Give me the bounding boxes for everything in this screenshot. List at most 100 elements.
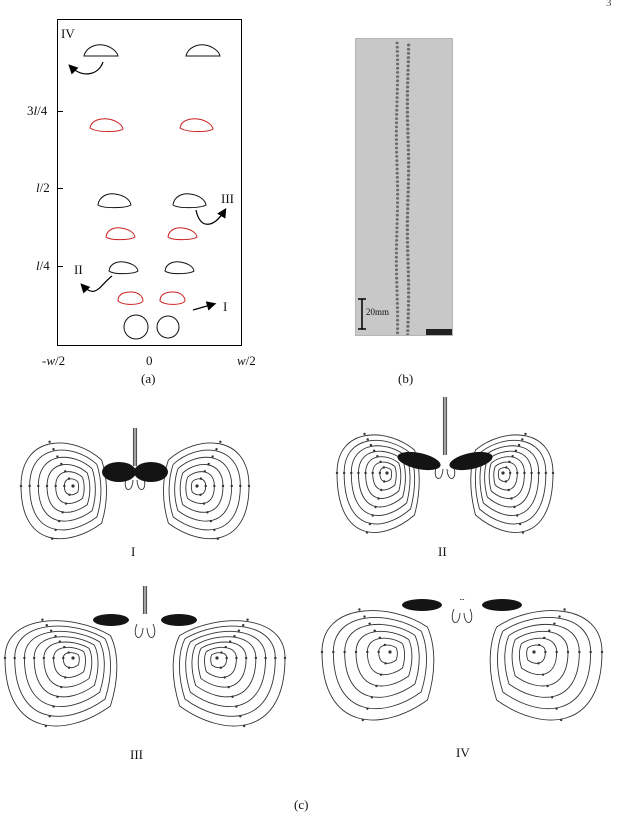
streamline	[378, 644, 398, 664]
streamline	[174, 456, 233, 522]
scale-bar-label: 20mm	[366, 307, 390, 317]
bubble-dot	[406, 127, 410, 131]
streamline	[493, 461, 518, 491]
x-tick-var: w	[237, 353, 246, 368]
streamline-marker	[374, 505, 377, 509]
streamline-marker	[233, 634, 236, 638]
bubble-dot	[406, 72, 410, 76]
bubble-body	[102, 462, 136, 482]
streamline	[470, 434, 554, 533]
page-number: 3	[606, 0, 612, 9]
streamline-marker	[41, 618, 44, 621]
streamline-marker	[553, 622, 556, 625]
streamline-marker	[543, 636, 546, 640]
streamline-marker	[357, 471, 360, 475]
streamline-marker	[235, 656, 238, 660]
bubble-dot	[395, 289, 399, 293]
streamline-marker	[378, 471, 382, 475]
streamline-marker	[375, 684, 378, 688]
streamline-marker	[49, 629, 53, 632]
panel-a-caption: (a)	[141, 371, 156, 386]
streamline	[497, 467, 511, 482]
streamline-marker	[365, 531, 369, 534]
streamline	[185, 631, 267, 707]
bubble-outline	[172, 193, 207, 209]
bubble-outline	[156, 315, 180, 339]
bubble-dot	[405, 240, 410, 244]
y-tick-mark	[57, 266, 63, 267]
stage-label-iv: IV	[61, 26, 75, 41]
streamline-marker	[379, 460, 382, 464]
bubble-dot	[406, 282, 411, 286]
streamline-marker	[211, 455, 214, 458]
bubble-body	[482, 599, 522, 611]
bubble-dot	[406, 43, 411, 47]
streamline-marker	[58, 640, 62, 643]
bubble-dot	[406, 47, 411, 51]
streamline	[179, 625, 276, 717]
bubble-dot	[406, 156, 411, 160]
streamline-marker	[204, 484, 207, 488]
streamline-marker	[332, 650, 335, 654]
bubble-dot	[395, 171, 399, 175]
streamline	[372, 461, 397, 491]
bubble-dot	[395, 306, 400, 309]
streamline-marker	[335, 471, 339, 475]
streamline-marker	[537, 662, 540, 665]
bubble-dot	[394, 264, 399, 267]
streamline	[190, 478, 207, 496]
bubble-dot	[406, 278, 411, 282]
bubble-dot	[406, 266, 410, 270]
bubble-dot	[395, 176, 399, 179]
streamline-marker	[566, 650, 570, 654]
bubble-body	[93, 614, 129, 626]
vortex-center	[195, 484, 199, 488]
streamline	[366, 637, 406, 675]
x-tick-tail: /2	[245, 353, 256, 368]
streamline-marker	[513, 505, 516, 509]
streamline-marker	[373, 629, 376, 632]
bubble-dot	[395, 218, 399, 221]
bubble-dot	[405, 333, 410, 335]
streamline	[526, 644, 546, 664]
y-tick-var: l	[36, 180, 40, 195]
bubble-dot	[406, 257, 410, 261]
vortex-center	[215, 656, 219, 660]
streamline	[488, 456, 525, 499]
bubble-dot	[395, 100, 399, 104]
bubble-dot	[394, 125, 399, 129]
x-tick-label-w2: w/2	[237, 354, 256, 368]
streamline-marker	[508, 460, 511, 464]
streamline	[350, 445, 411, 516]
bubble-dot	[395, 50, 399, 53]
streamline-marker	[199, 477, 203, 480]
streamline-marker	[371, 471, 374, 475]
bubble-dot	[395, 239, 399, 242]
streamline-marker	[558, 615, 561, 618]
bubble-dot	[406, 295, 411, 299]
streamline-marker	[537, 643, 541, 647]
bubble-dot	[406, 186, 410, 190]
bubble-dot	[406, 60, 411, 64]
bubble-dot	[395, 222, 399, 226]
wake-streamline	[451, 608, 461, 623]
bubble-dot	[395, 323, 400, 326]
streamline-marker	[64, 676, 67, 679]
bubble-dot	[406, 177, 411, 181]
bubble-dot	[406, 299, 411, 303]
streamline-marker	[544, 650, 547, 654]
bubble-dot	[406, 198, 410, 202]
streamline	[168, 449, 241, 531]
y-tick-var: l	[33, 103, 38, 118]
streamline	[474, 440, 547, 525]
streamline	[484, 450, 533, 508]
streamline	[55, 471, 85, 505]
bubble-dot	[406, 308, 411, 312]
streamline	[4, 620, 118, 727]
streamline-marker	[541, 673, 545, 676]
streamline-marker	[57, 519, 61, 523]
bubble-dot	[395, 184, 400, 188]
streamline-marker	[215, 447, 218, 451]
streamline-marker	[67, 477, 71, 480]
streamline-marker	[546, 684, 549, 688]
